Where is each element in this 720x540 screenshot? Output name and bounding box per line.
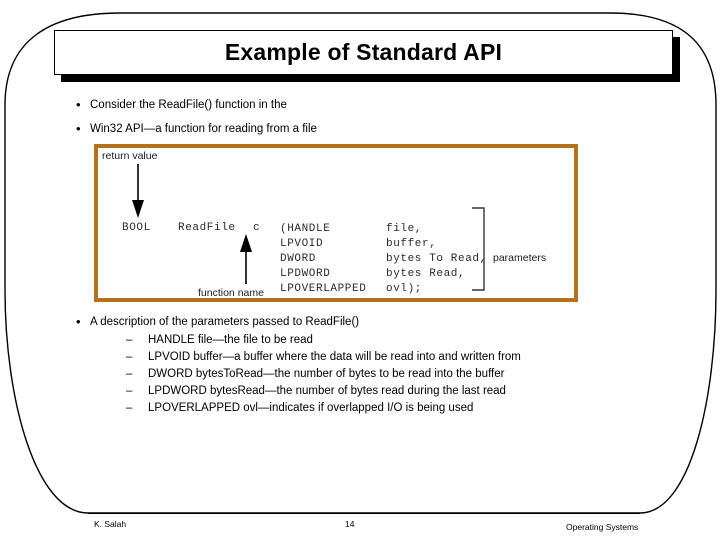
dash-bullet-icon: – [126,385,133,397]
list-item: – LPDWORD bytesRead—the number of bytes … [126,383,521,400]
figure-label-return-value: return value [102,150,158,162]
page-title: Example of Standard API [224,39,503,65]
list-item-label: HANDLE file—the file to be read [148,334,313,346]
bullet-dot-icon: • [76,97,81,112]
code-function-name: ReadFile [178,222,236,234]
code-parameter-types: (HANDLE LPVOID DWORD LPDWORD LPOVERLAPPE… [280,223,367,295]
bullet-dot-icon: • [76,314,81,329]
bullet-label-1: Consider the ReadFile() function in the [90,99,287,111]
list-item-label: LPDWORD bytesRead—the number of bytes re… [148,385,506,397]
bullet-dot-icon: • [76,121,81,136]
list-item: – LPVOID buffer—a buffer where the data … [126,349,521,366]
footer-course-name: Operating Systems [566,522,639,532]
list-item: – LPOVERLAPPED ovl—indicates if overlapp… [126,400,521,417]
title-box: Example of Standard API [54,30,673,75]
figure-label-function-name: function name [198,287,264,298]
list-item-label: LPVOID buffer—a buffer where the data wi… [148,351,521,363]
figure-inner: return value function name parameters BO… [98,148,574,298]
api-signature-figure: return value function name parameters BO… [94,144,578,302]
dash-bullet-icon: – [126,368,133,380]
code-open-paren: c [253,222,261,234]
footer-page-number: 14 [345,519,355,529]
bullet-item-2: • Win32 API—a function for reading from … [76,122,317,136]
figure-label-parameters: parameters [493,252,547,264]
list-item-label: LPOVERLAPPED ovl—indicates if overlapped… [148,402,474,414]
code-parameter-names: file, buffer, bytes To Read, bytes Read,… [386,223,487,295]
code-return-type: BOOL [122,222,151,234]
dash-bullet-icon: – [126,334,133,346]
list-item: – DWORD bytesToRead—the number of bytes … [126,366,521,383]
bullet-item-3: • A description of the parameters passed… [76,315,359,329]
footer-author: K. Salah [94,519,127,529]
figure-annotation-arrows [132,164,485,291]
list-item: – HANDLE file—the file to be read [126,332,521,349]
bullet-label-2: Win32 API—a function for reading from a … [90,123,317,135]
list-item-label: DWORD bytesToRead—the number of bytes to… [148,368,505,380]
bullet-item-1: • Consider the ReadFile() function in th… [76,98,287,112]
dash-bullet-icon: – [126,402,133,414]
parameter-description-list: – HANDLE file—the file to be read – LPVO… [126,332,521,417]
bullet-label-3: A description of the parameters passed t… [90,316,360,328]
dash-bullet-icon: – [126,351,133,363]
footer-divider [88,513,640,514]
